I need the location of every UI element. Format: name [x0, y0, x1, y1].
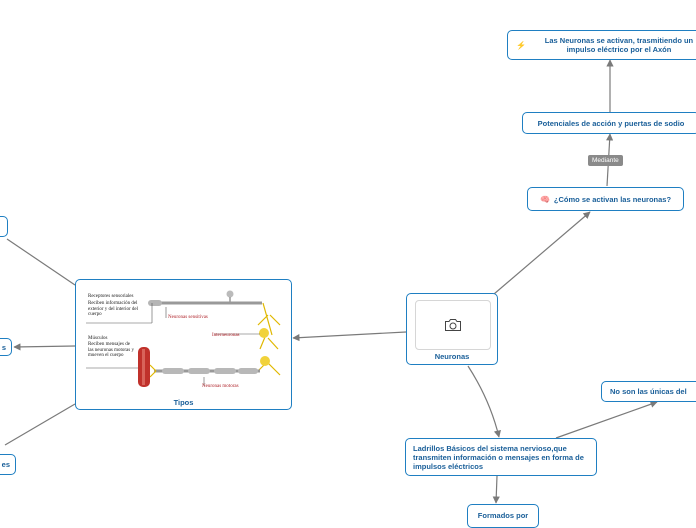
motoras-label: Neuronas motoras [202, 384, 239, 389]
left-node-mid-label: s [1, 342, 6, 352]
receptores-label: Receptores sensoriales [88, 294, 134, 299]
link-tipos-mid [13, 343, 76, 351]
musculos-label: Músculos [88, 336, 108, 341]
ladrillos-label: Ladrillos Básicos del sistema nervioso,q… [413, 443, 584, 471]
tipos-label: Tipos [173, 398, 194, 407]
camera-icon [445, 319, 461, 331]
muscle-shape [138, 347, 150, 387]
formados-label: Formados por [477, 511, 529, 520]
link-ladrillos-noson [555, 400, 658, 439]
musculos-desc: Reciben mensajes de las neuronas motoras… [88, 342, 134, 359]
como-activan-label: ¿Cómo se activan las neuronas? [553, 194, 672, 204]
link-center-tipos [292, 331, 407, 342]
link-tipos-top [6, 238, 76, 286]
formados-node[interactable]: Formados por [467, 504, 539, 528]
motor-neuron-shape [149, 364, 260, 378]
interneuronas-label: Interneuronas [212, 333, 240, 338]
potenciales-node[interactable]: Potenciales de acción y puertas de sodio [522, 112, 696, 134]
link-tipos-bottom [4, 403, 76, 446]
sensitivas-label: Neuronas sensitivas [168, 315, 208, 320]
neuronas-node[interactable]: Neuronas [406, 293, 498, 365]
no-son-label: No son las únicas del [610, 387, 687, 396]
se-activan-node[interactable]: ⚡ Las Neuronas se activan, trasmitiendo … [507, 30, 696, 60]
image-placeholder[interactable] [415, 300, 491, 350]
neuronas-label: Neuronas [434, 352, 470, 361]
potenciales-label: Potenciales de acción y puertas de sodio [537, 118, 685, 128]
left-node-mid[interactable]: s [0, 338, 12, 356]
lightning-icon: ⚡ [516, 40, 526, 50]
interneuron-soma [259, 328, 269, 338]
left-node-bottom-label: es [1, 460, 10, 469]
link-center-como [493, 211, 591, 295]
no-son-node[interactable]: No son las únicas del [601, 381, 696, 402]
ladrillos-node[interactable]: Ladrillos Básicos del sistema nervioso,q… [405, 438, 597, 476]
se-activan-label: Las Neuronas se activan, trasmitiendo un… [544, 36, 694, 54]
brain-icon: 🧠 [539, 194, 550, 204]
motor-neuron-soma [260, 356, 270, 366]
left-node-top[interactable] [0, 216, 8, 237]
como-activan-node[interactable]: 🧠 ¿Cómo se activan las neuronas? [527, 187, 684, 211]
mediante-label: Mediante [588, 155, 623, 166]
tipos-node[interactable]: Receptores sensoriales Reciben informaci… [75, 279, 292, 410]
link-ladrillos-formados [492, 475, 500, 504]
receptores-desc: Reciben información del exterior y del i… [88, 301, 138, 318]
neuron-types-illustration [86, 290, 281, 387]
sensory-neuron-shape [148, 290, 262, 306]
link-center-ladrillos [467, 365, 501, 438]
left-node-bottom[interactable]: es [0, 454, 16, 475]
